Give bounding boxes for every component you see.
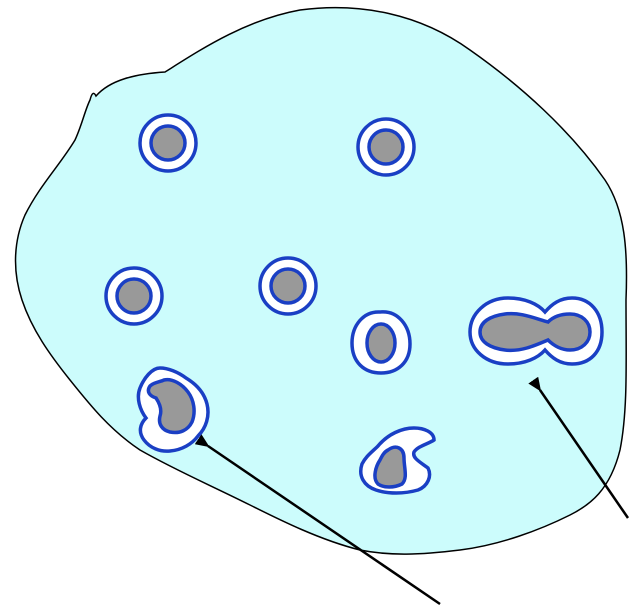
particle-core (271, 269, 305, 303)
particle-core (367, 324, 395, 362)
particle-circular-2 (358, 119, 414, 175)
particle-core (480, 314, 590, 351)
particle-core (117, 279, 151, 313)
particle-fused-pair (470, 298, 602, 364)
particle-core (369, 130, 403, 164)
matrix-region (16, 8, 627, 555)
particle-core (151, 126, 185, 160)
particle-circular-3 (106, 268, 162, 324)
particle-circular-4 (260, 258, 316, 314)
particle-oval (352, 312, 410, 373)
particle-circular-1 (140, 115, 196, 171)
